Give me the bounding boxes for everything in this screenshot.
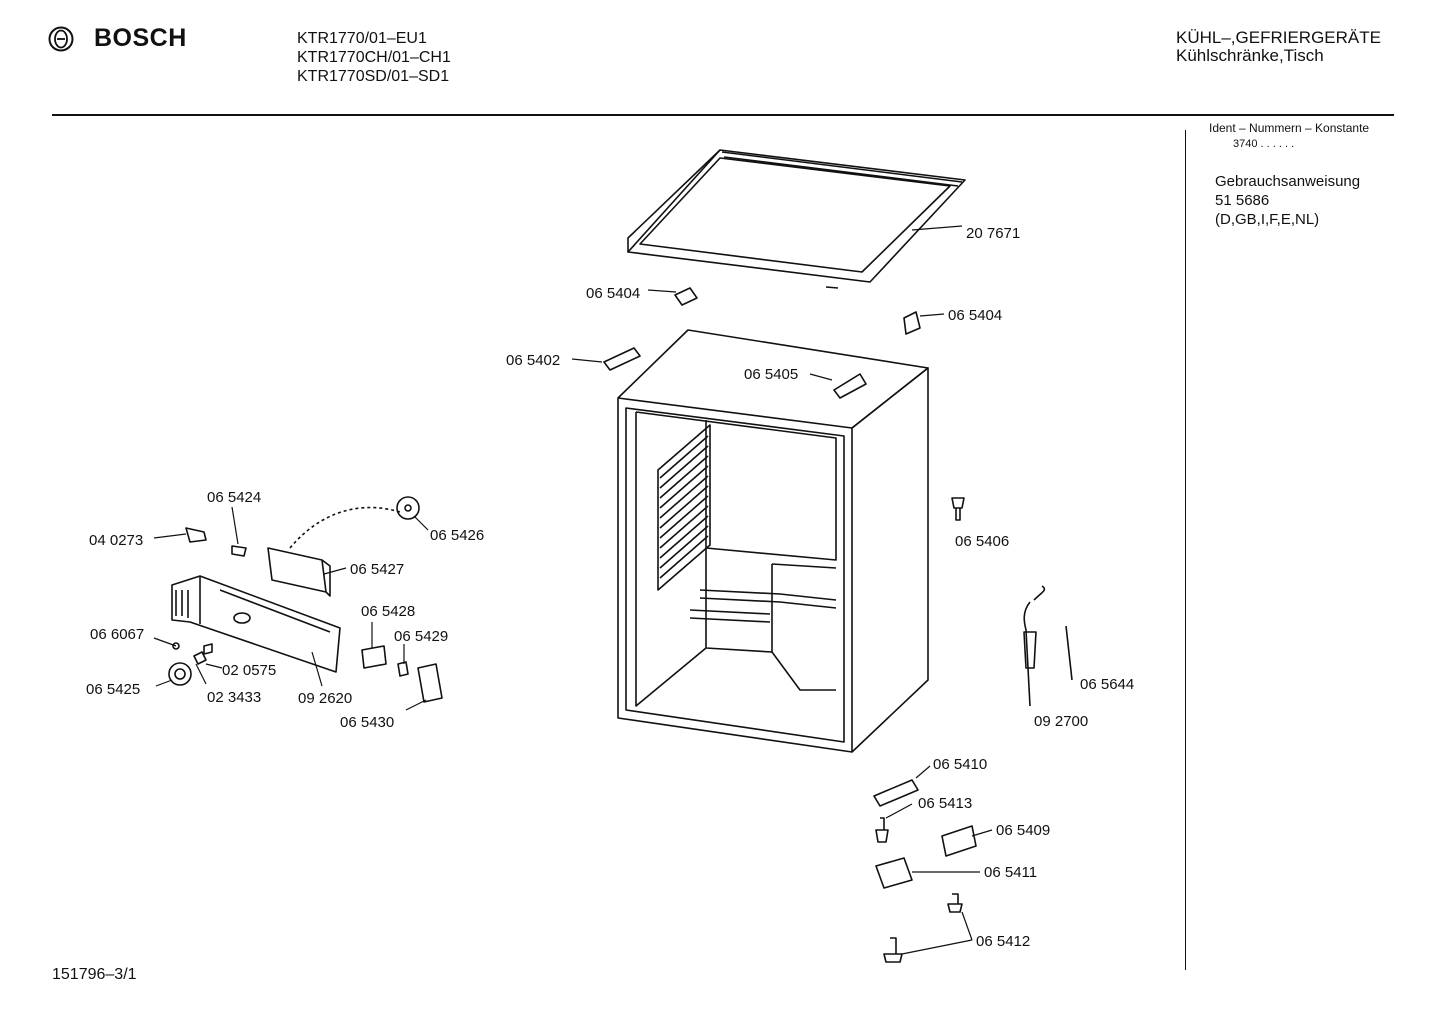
hinge-drawing [903, 311, 921, 335]
category: KÜHL–,GEFRIERGERÄTE Kühlschränke,Tisch [1176, 29, 1381, 65]
part-label: 06 5412 [976, 933, 1030, 950]
foot-drawing [941, 825, 977, 857]
manual-title: Gebrauchsanweisung [1215, 173, 1361, 190]
hinge-drawing [603, 347, 641, 371]
ident-title: Ident – Nummern – Konstante [1209, 121, 1370, 135]
screw-drawing [951, 497, 965, 521]
header-divider [52, 114, 1394, 116]
model-number: KTR1770/01–EU1 [297, 30, 427, 47]
part-label: 02 3433 [207, 689, 261, 706]
part-label: 09 2700 [1034, 713, 1088, 730]
foot-drawing [875, 817, 889, 843]
part-label: 06 5406 [955, 533, 1009, 550]
manual-languages: (D,GB,I,F,E,NL) [1215, 211, 1320, 228]
thermostat-knob-drawing [168, 662, 192, 686]
part-label: 06 5405 [744, 366, 798, 383]
part-label: 06 5409 [996, 822, 1050, 839]
part-label: 06 5425 [86, 681, 140, 698]
category-title: KÜHL–,GEFRIERGERÄTE [1176, 28, 1381, 47]
clip-drawing [193, 643, 213, 665]
brand: BOSCH [48, 24, 187, 53]
part-label: 02 0575 [222, 662, 276, 679]
capillary-drawing [1023, 585, 1073, 707]
part-label: 06 5429 [394, 628, 448, 645]
part-label: 06 6067 [90, 626, 144, 643]
part-label: 06 5430 [340, 714, 394, 731]
sidebar: Ident – Nummern – Konstante 3740 . . . .… [1209, 121, 1369, 229]
part-label: 06 5402 [506, 352, 560, 369]
part-label: 06 5644 [1080, 676, 1134, 693]
ident-value: 3740 . . . . . . [1233, 138, 1295, 150]
part-label: 04 0273 [89, 532, 143, 549]
model-number: KTR1770CH/01–CH1 [297, 49, 451, 66]
manual-number: 51 5686 [1215, 192, 1270, 209]
cabinet-drawing [617, 329, 929, 753]
manual-info: Gebrauchsanweisung 51 5686 (D,GB,I,F,E,N… [1215, 172, 1369, 229]
part-label: 06 5410 [933, 756, 987, 773]
hinge-drawing [873, 779, 919, 807]
sidebar-divider [1185, 130, 1186, 970]
light-cover-drawing [267, 547, 331, 597]
part-label: 06 5428 [361, 603, 415, 620]
foot-drawing [875, 857, 913, 889]
part-label: 06 5424 [207, 489, 261, 506]
model-list: KTR1770/01–EU1 KTR1770CH/01–CH1 KTR1770S… [297, 29, 451, 86]
foot-drawing [947, 893, 963, 913]
bosch-logo-icon [48, 26, 74, 51]
category-subtitle: Kühlschränke,Tisch [1176, 46, 1324, 65]
hinge-drawing [674, 287, 698, 306]
wire-drawing [289, 506, 401, 549]
part-label: 20 7671 [966, 225, 1020, 242]
part-label: 06 5411 [984, 864, 1037, 881]
capillary-drawing [1023, 631, 1037, 669]
part-label: 06 5427 [350, 561, 404, 578]
knob-drawing [396, 496, 420, 520]
hinge-drawing [833, 373, 867, 399]
control-housing-drawing [171, 575, 341, 673]
lid-drawing [627, 149, 966, 289]
brand-name: BOSCH [94, 24, 187, 52]
switch-drawing [361, 645, 443, 703]
part-label: 06 5426 [430, 527, 484, 544]
foot-drawing [883, 937, 903, 963]
part-label: 06 5404 [948, 307, 1002, 324]
part-label: 06 5404 [586, 285, 640, 302]
part-label: 09 2620 [298, 690, 352, 707]
document-number: 151796–3/1 [52, 966, 137, 983]
rack-drawing [657, 424, 711, 591]
lamp-drawing [185, 527, 247, 557]
part-label: 06 5413 [918, 795, 972, 812]
model-number: KTR1770SD/01–SD1 [297, 68, 450, 85]
